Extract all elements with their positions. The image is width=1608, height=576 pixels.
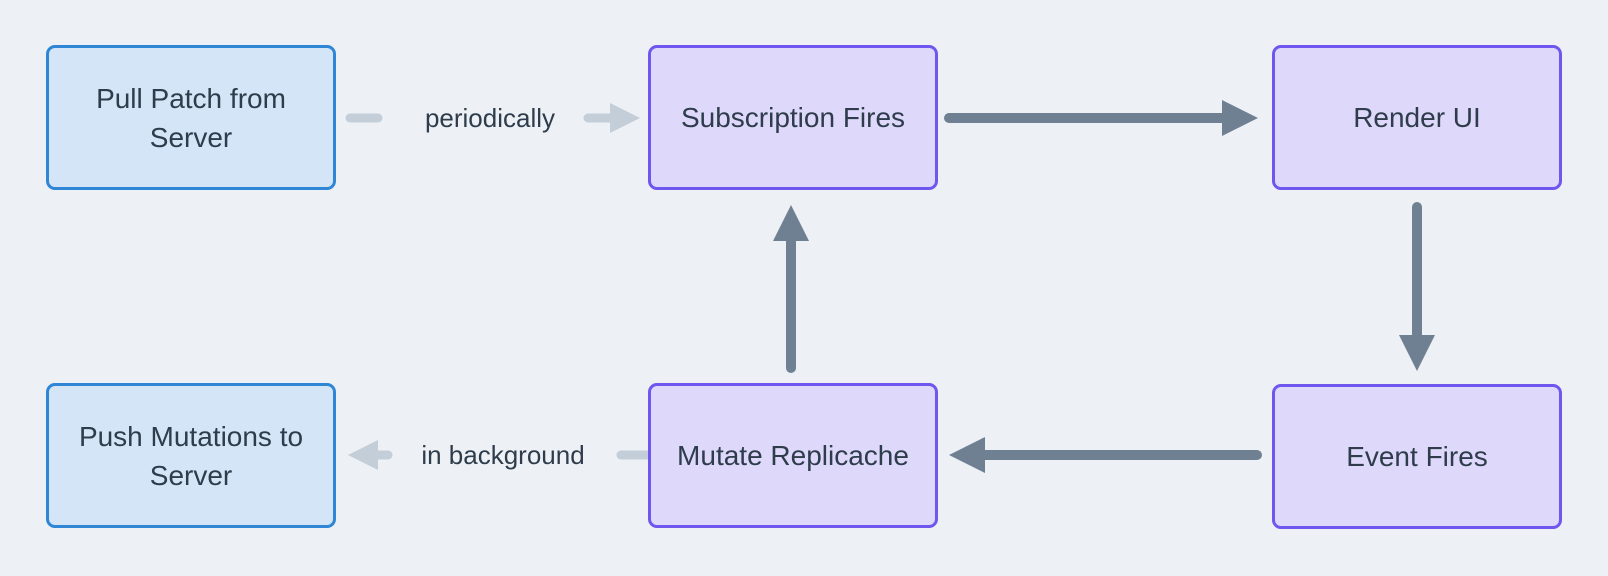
edge-label-in-background: in background [421,440,585,470]
node-pull-patch-from-server: Pull Patch from Server [46,45,336,190]
node-label: Render UI [1353,102,1481,133]
node-label: Push Mutations to Server [78,420,304,491]
edge-event-to-mutate [949,437,1262,473]
node-event-fires: Event Fires [1272,384,1562,529]
node-label: Pull Patch from Server [96,82,286,153]
edge-subscription-to-render [944,100,1258,136]
node-render-ui: Render UI [1272,45,1562,190]
node-subscription-fires: Subscription Fires [648,45,938,190]
edge-label-periodically: periodically [424,103,556,133]
node-label: Subscription Fires [680,102,906,133]
edge-mutate-to-subscription [773,205,809,373]
node-label: Event Fires [1346,441,1488,472]
edge-render-to-event [1399,202,1435,371]
node-label: Mutate Replicache [677,440,909,471]
node-mutate-replicache: Mutate Replicache [648,383,938,528]
node-push-mutations-to-server: Push Mutations to Server [46,383,336,528]
